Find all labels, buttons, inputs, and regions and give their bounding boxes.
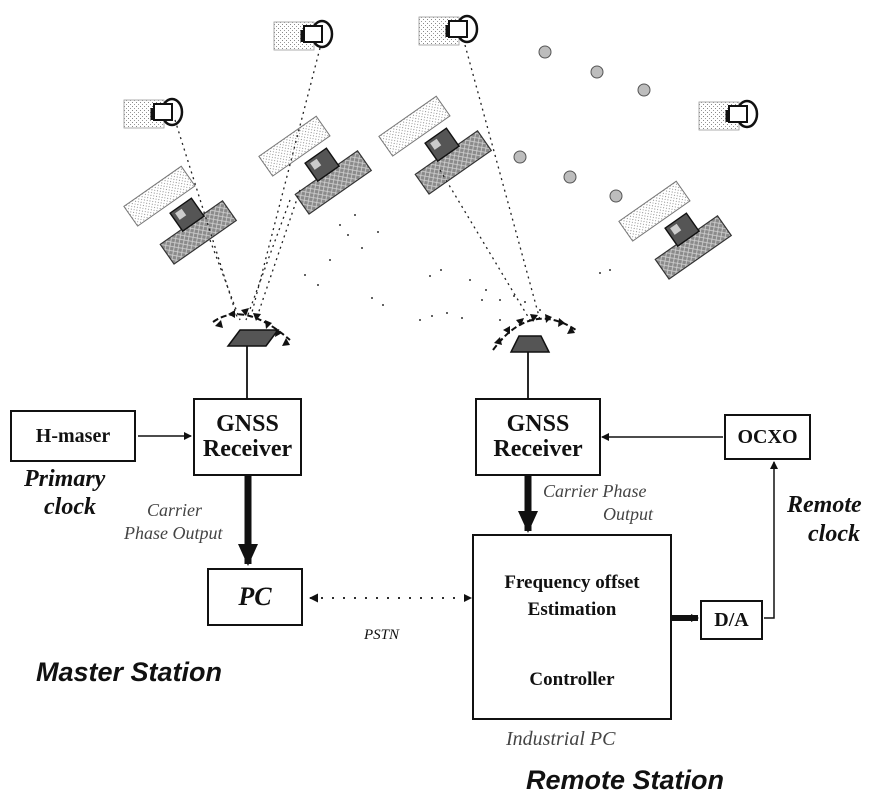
satellite-icon: [272, 19, 334, 52]
da-label: D/A: [714, 608, 749, 631]
carrier-phase-remote-line2: Output: [603, 504, 654, 524]
controller-label: Controller: [529, 669, 615, 690]
gnss-receiver-master-line1: GNSS: [216, 410, 279, 437]
satellite-icon: [258, 115, 372, 215]
frequency-offset-line2: Estimation: [527, 599, 617, 620]
h-maser-label: H-maser: [35, 424, 111, 447]
satellite-icon: [378, 95, 492, 195]
gnss-receiver-master-line2: Receiver: [202, 436, 293, 462]
h-maser-box: H-maser: [10, 410, 136, 462]
frequency-offset-line1: Frequency offset: [504, 572, 640, 593]
gnss-receiver-master: GNSS Receiver: [193, 398, 302, 476]
gnss-antenna-icon: [212, 308, 291, 347]
ocxo-box: OCXO: [724, 414, 811, 460]
master-station-title: Master Station: [36, 657, 223, 687]
orbit-dots: [513, 45, 651, 203]
remote-clock-line2: clock: [808, 521, 860, 547]
ocxo-label: OCXO: [737, 425, 798, 448]
satellite-icon: [122, 97, 184, 130]
industrial-pc-label: Industrial PC: [506, 728, 616, 750]
signal-lines-remote: [439, 44, 541, 321]
satellite-icon: [618, 180, 732, 280]
signal-noise-specks: [304, 214, 611, 321]
pstn-label: PSTN: [364, 627, 400, 643]
gnss-receiver-remote-line2: Receiver: [493, 436, 583, 462]
satellite-icon: [123, 165, 237, 265]
satellite-icon: [417, 14, 479, 47]
gnss-receiver-remote: GNSS Receiver: [475, 398, 601, 476]
signal-lines-master: [174, 47, 321, 321]
da-box: D/A: [700, 600, 763, 640]
pc-box: PC: [207, 568, 303, 626]
carrier-phase-remote-line1: Carrier Phase: [543, 481, 647, 501]
industrial-pc-box: Frequency offset Estimation Controller: [472, 534, 672, 720]
remote-station-title: Remote Station: [526, 765, 725, 795]
primary-clock-line1: Primary: [24, 466, 106, 492]
pc-label: PC: [238, 582, 272, 611]
arrow-da-to-ocxo: [764, 461, 778, 619]
gnss-antenna-icon: [492, 314, 577, 353]
primary-clock-line2: clock: [44, 494, 96, 520]
satellite-icon: [697, 99, 759, 132]
carrier-phase-master-line1: Carrier: [147, 500, 203, 520]
gnss-receiver-remote-line1: GNSS: [506, 410, 570, 437]
carrier-phase-master-line2: Phase Output: [124, 523, 223, 543]
remote-clock-line1: Remote: [787, 492, 862, 518]
